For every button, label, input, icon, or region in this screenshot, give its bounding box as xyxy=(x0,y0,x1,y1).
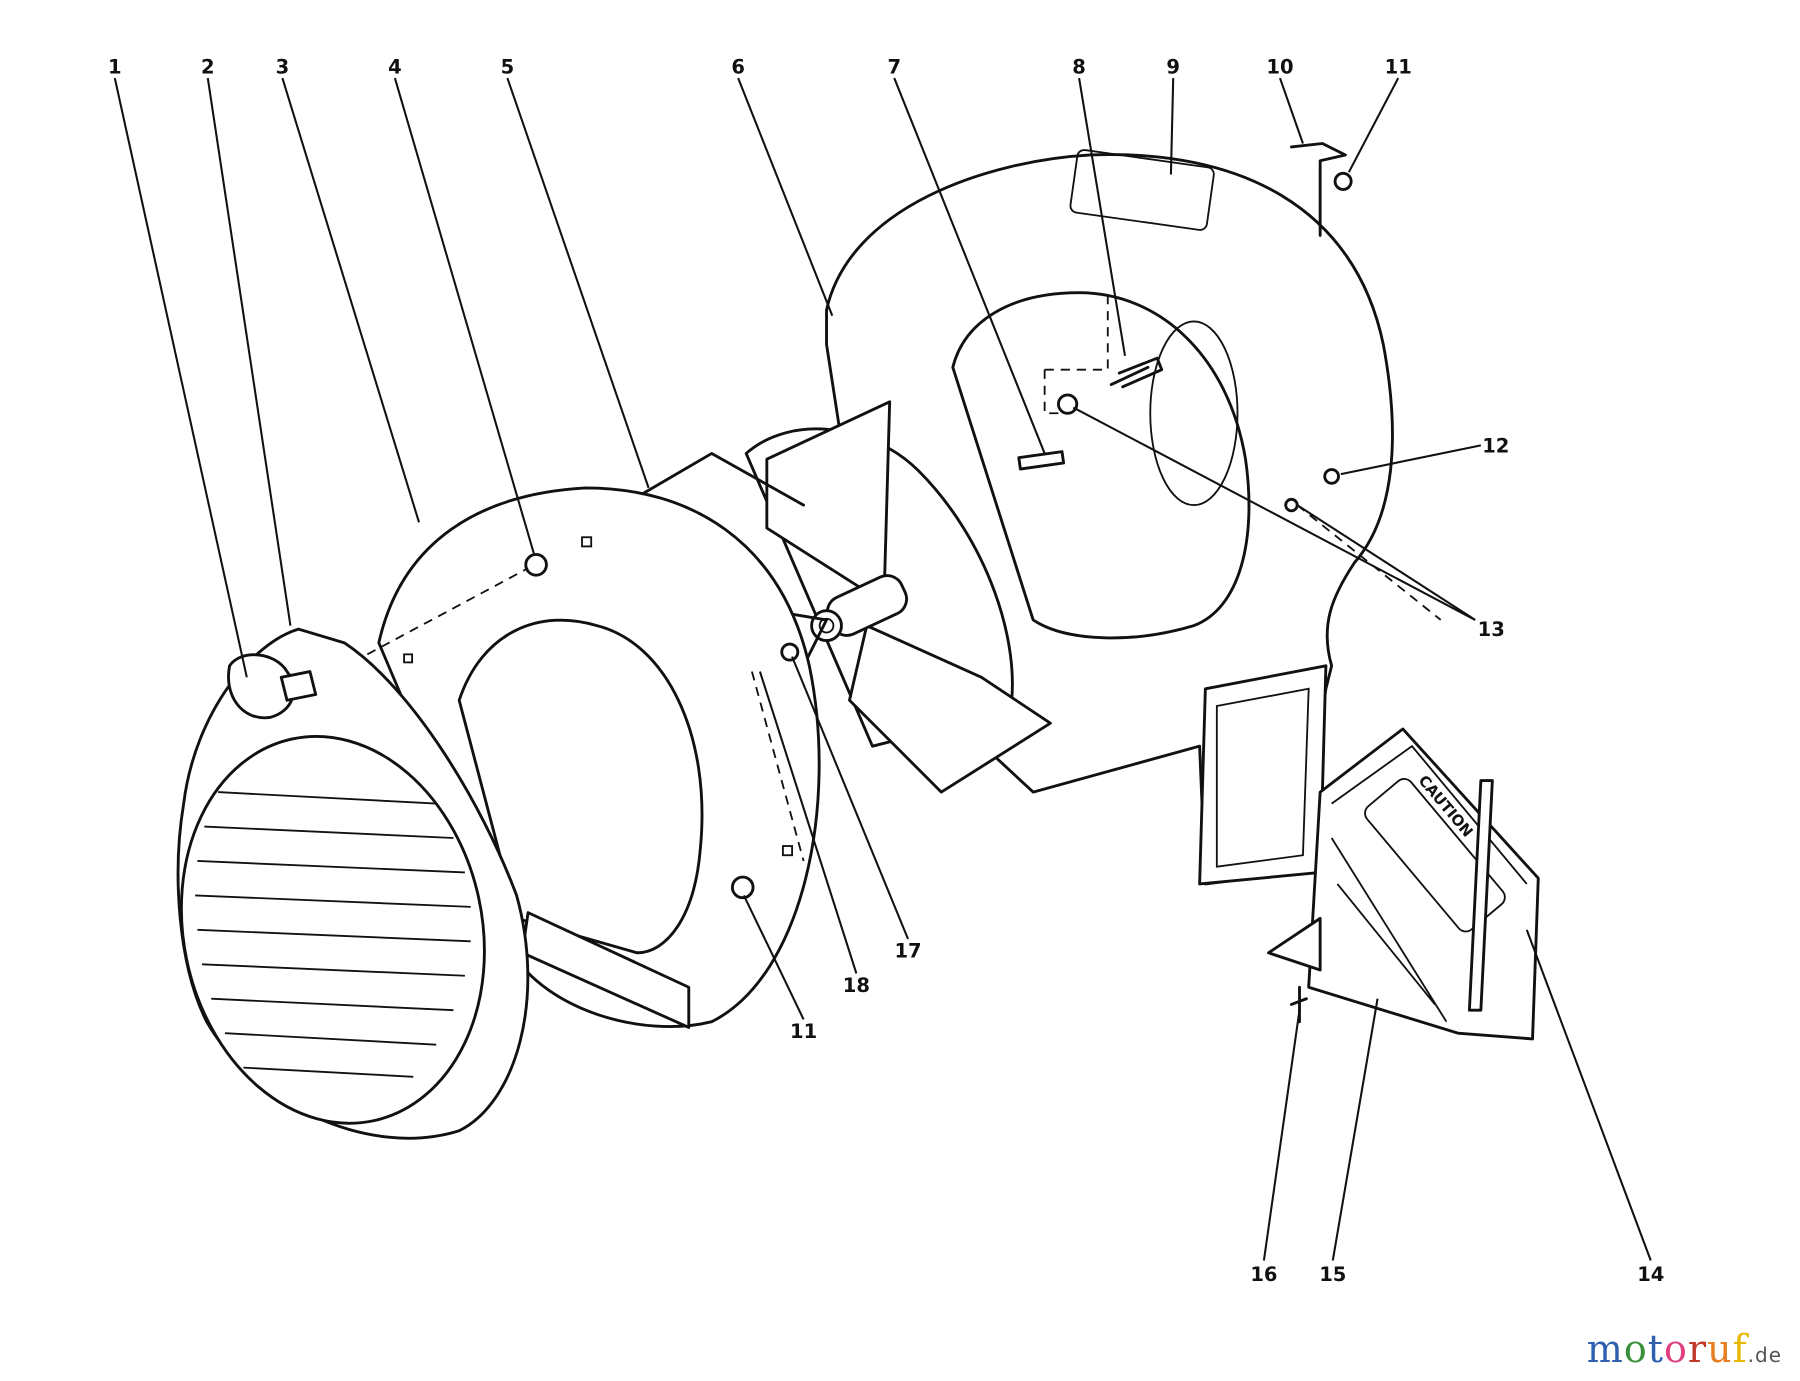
callout-16: 16 xyxy=(1250,1263,1277,1286)
grille-slats xyxy=(195,791,471,1078)
callout-18: 18 xyxy=(843,974,870,997)
callout-1: 1 xyxy=(108,55,122,78)
callout-6: 6 xyxy=(731,55,745,78)
callout-numbers: 1 2 3 4 5 6 7 8 9 10 11 12 13 17 18 11 1… xyxy=(108,55,1664,1286)
watermark-letter: u xyxy=(1707,1327,1733,1371)
callout-12: 12 xyxy=(1482,434,1509,457)
leader-lines xyxy=(113,77,1652,1261)
callout-11-top: 11 xyxy=(1385,55,1412,78)
callout-11-bottom: 11 xyxy=(790,1020,817,1043)
watermark-letter: t xyxy=(1647,1327,1665,1371)
watermark-letter: o xyxy=(1664,1327,1688,1371)
callout-14: 14 xyxy=(1637,1263,1664,1286)
callout-3: 3 xyxy=(276,55,290,78)
callout-17: 17 xyxy=(894,939,921,962)
callout-4: 4 xyxy=(388,55,402,78)
watermark-suffix: .de xyxy=(1747,1343,1782,1367)
front-grille-cover xyxy=(176,627,530,1140)
watermark-letter: m xyxy=(1586,1327,1624,1371)
callout-15: 15 xyxy=(1319,1263,1346,1286)
callout-13: 13 xyxy=(1478,618,1505,641)
callout-8: 8 xyxy=(1072,55,1086,78)
callout-2: 2 xyxy=(201,55,215,78)
discharge-chute: CAUTION xyxy=(1267,727,1540,1041)
watermark-letter: f xyxy=(1732,1327,1748,1371)
callout-7: 7 xyxy=(887,55,901,78)
watermark-letter: r xyxy=(1687,1327,1708,1371)
impeller xyxy=(721,400,1052,794)
callout-5: 5 xyxy=(501,55,515,78)
watermark-letter: o xyxy=(1623,1327,1648,1371)
watermark-logo: motoruf.de xyxy=(1587,1327,1782,1371)
callout-9: 9 xyxy=(1166,55,1180,78)
callout-10: 10 xyxy=(1266,55,1293,78)
